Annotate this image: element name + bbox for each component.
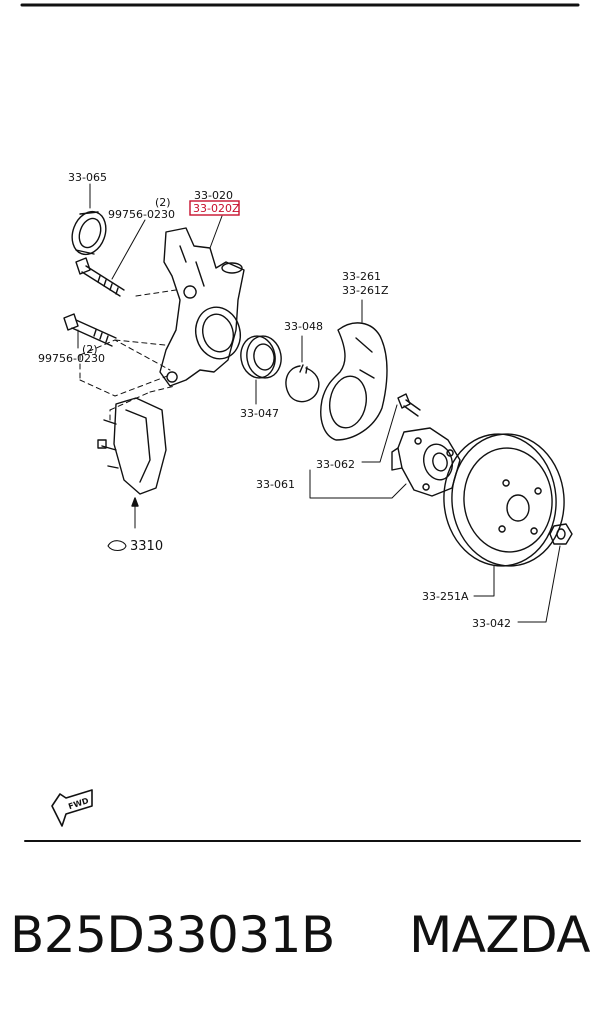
fwd-arrow-icon [51,789,93,827]
label-33-047: 33-047 [240,407,279,420]
label-33-062: 33-062 [316,458,355,471]
label-33-042: 33-042 [472,617,511,630]
label-33-251A: 33-251A [422,590,469,603]
hub-33-061-drawing [391,427,461,497]
caliper-3310-drawing [97,397,167,495]
highlight-box [189,200,240,216]
label-33-065: 33-065 [68,171,107,184]
bolt-left-drawing [63,313,117,347]
part-number: B25D33031B [10,906,335,964]
label-33-020Z: 33-020Z [193,202,240,215]
brake-rotor-33-251A-drawing [443,433,565,567]
label-qty-top: (2) [155,196,171,209]
dashed-guides [79,289,177,421]
label-33-261Z: 33-261Z [342,284,389,297]
hub-nut-33-042-drawing [549,523,573,545]
label-33-061: 33-061 [256,478,295,491]
hub-bolt-33-062-drawing [397,393,421,417]
knuckle-33-020-drawing [159,227,245,387]
fwd-label: FWD [67,796,90,811]
dust-shield-33-261-drawing [320,322,388,441]
circlip-33-048-drawing [285,364,320,403]
bearing-33-047-drawing [240,335,282,379]
label-99756-0230-top: 99756-0230 [108,208,175,221]
brand-name: MAZDA [409,906,590,964]
footer: B25D33031B MAZDA [10,895,590,975]
label-3310: 3310 [130,539,163,554]
label-33-261: 33-261 [342,270,381,283]
label-33-020: 33-020 [194,189,233,202]
bolt-top-drawing [75,257,125,297]
label-33-048: 33-048 [284,320,323,333]
seal-33-065-drawing [71,210,107,256]
label-99756-0230-left: 99756-0230 [38,352,105,365]
label-qty-left: (2) [82,343,98,356]
